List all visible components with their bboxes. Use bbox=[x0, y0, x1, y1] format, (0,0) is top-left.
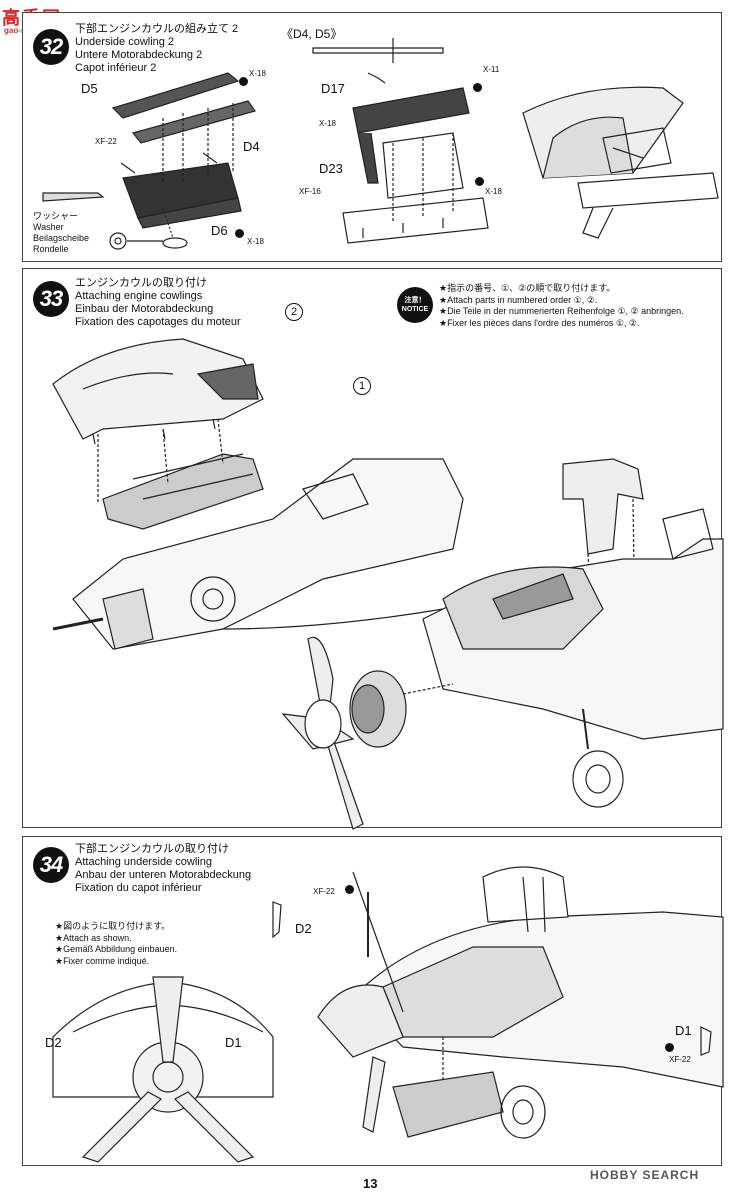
part-d5: D5 bbox=[81, 81, 98, 96]
hobby-search-logo: HOBBY SEARCH bbox=[590, 1168, 700, 1182]
paint-dot bbox=[235, 229, 244, 238]
part-d1-side: D1 bbox=[675, 1023, 692, 1038]
paint-code: X-18 bbox=[319, 119, 336, 128]
step-33-number: 33 bbox=[33, 281, 69, 317]
paint-dot bbox=[475, 177, 484, 186]
step-34-number: 34 bbox=[33, 847, 69, 883]
step-33-panel: 33 エンジンカウルの取り付け Attaching engine cowling… bbox=[22, 268, 724, 830]
underside-cowling-attach-diagram bbox=[52, 866, 724, 1163]
washer-labels: ワッシャー Washer Beilagscheibe Rondelle bbox=[33, 211, 90, 254]
step-34-notes: ★図のように取り付けます。 ★Attach as shown. ★Gemäß A… bbox=[55, 921, 178, 966]
part-d4: D4 bbox=[243, 139, 260, 154]
paint-code: X-18 bbox=[249, 69, 266, 78]
order-marker-1: 1 bbox=[353, 377, 371, 395]
part-d1-front: D1 bbox=[225, 1035, 242, 1050]
step-33-notes: ★指示の番号、①、②の順で取り付けます。 ★Attach parts in nu… bbox=[439, 283, 684, 328]
notice-badge: 注意！ NOTICE bbox=[397, 287, 433, 323]
paint-code: XF-22 bbox=[95, 137, 117, 146]
part-d2-side: D2 bbox=[295, 921, 312, 936]
sub-assembly-ref: 《D4, D5》 bbox=[281, 27, 343, 41]
step-32-titles: 下部エンジンカウルの組み立て 2 Underside cowling 2 Unt… bbox=[75, 23, 239, 74]
step-32-panel: 32 下部エンジンカウルの組み立て 2 Underside cowling 2 … bbox=[22, 12, 722, 262]
part-d23: D23 bbox=[319, 161, 343, 176]
order-marker-2: 2 bbox=[285, 303, 303, 321]
paint-code: XF-22 bbox=[313, 887, 335, 896]
paint-code: X-18 bbox=[247, 237, 264, 246]
paint-dot bbox=[345, 885, 354, 894]
step-33-titles: エンジンカウルの取り付け Attaching engine cowlings E… bbox=[75, 277, 241, 328]
part-d2-front: D2 bbox=[45, 1035, 62, 1050]
underside-cowling-diagram bbox=[42, 38, 719, 250]
paint-dot bbox=[239, 77, 248, 86]
step-32-number: 32 bbox=[33, 29, 69, 65]
part-d17: D17 bbox=[321, 81, 345, 96]
paint-dot bbox=[665, 1043, 674, 1052]
page-number: 13 bbox=[363, 1176, 378, 1191]
paint-code: X-18 bbox=[485, 187, 502, 196]
part-d6: D6 bbox=[211, 223, 228, 238]
paint-dot bbox=[473, 83, 482, 92]
paint-code: XF-22 bbox=[669, 1055, 691, 1064]
engine-cowling-diagram bbox=[52, 338, 724, 830]
paint-code: X-11 bbox=[483, 65, 500, 74]
step-34-panel: 34 下部エンジンカウルの取り付け Attaching underside co… bbox=[22, 836, 724, 1166]
step-34-titles: 下部エンジンカウルの取り付け Attaching underside cowli… bbox=[75, 843, 252, 894]
paint-code: XF-16 bbox=[299, 187, 321, 196]
